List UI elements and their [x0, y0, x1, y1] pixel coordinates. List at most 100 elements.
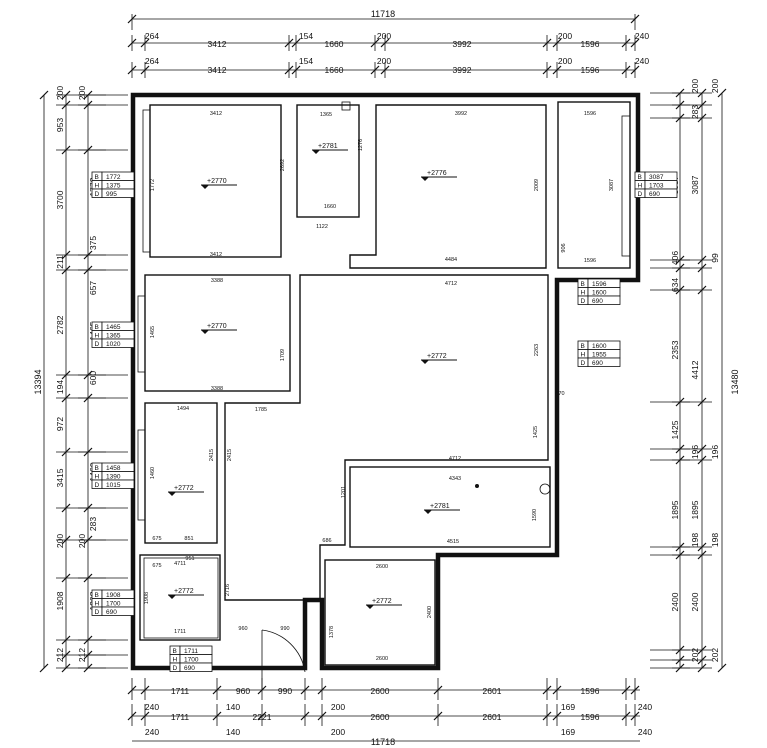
table-val-cell [587, 357, 621, 367]
bottom2-dim-5: 1596 [581, 712, 600, 722]
bottom-dim-4: 2600 [371, 686, 390, 696]
top2-dim-5: 200 [377, 56, 391, 66]
door-swing [261, 629, 306, 690]
left-outer-5: 2782 [55, 315, 65, 334]
top-dim-4: 1660 [325, 39, 344, 49]
level-triangle-icon [421, 360, 429, 364]
left-outer-7: 972 [55, 417, 65, 431]
level-triangle-icon [366, 605, 374, 609]
table-value: 690 [592, 360, 603, 367]
bottom-small2-1: 240 [145, 727, 159, 737]
r3-right: 2009 [534, 179, 540, 191]
small-12: 2716 [225, 584, 231, 596]
r5-right: 2263 [534, 344, 540, 356]
small-13: 686 [322, 538, 331, 544]
r6-left: 1460 [150, 467, 156, 479]
top2-dim-6: 3992 [453, 65, 472, 75]
r2-right: 1276 [358, 139, 364, 151]
small-5: 1785 [255, 407, 267, 413]
table-value: 1458 [106, 465, 121, 472]
level-triangle-icon [168, 492, 176, 496]
level-triangle-icon [312, 150, 320, 154]
bottom2-dim-1: 1711 [171, 712, 190, 722]
r8-left: 1908 [144, 592, 150, 604]
bottom2-dim-3: 2600 [371, 712, 390, 722]
bottom-dim-3: 990 [278, 686, 292, 696]
r3-top: 3992 [455, 111, 467, 117]
right-outer-4: 634 [670, 278, 680, 292]
right-inner-7: 1895 [690, 500, 700, 519]
right-outer-11: 202 [690, 648, 700, 662]
top2-dim-9: 240 [635, 56, 649, 66]
small-22: 1425 [533, 426, 539, 438]
r9-right: 2400 [427, 606, 433, 618]
small-6: 2415 [227, 449, 233, 461]
bottom-small-1: 240 [145, 702, 159, 712]
level-label: +2770 [207, 323, 227, 330]
table-value: 1375 [106, 182, 121, 189]
bottom-small2-5: 240 [638, 727, 652, 737]
table-key: D [95, 482, 100, 489]
left-outer-4: 211 [55, 255, 65, 269]
table-value: 690 [184, 665, 195, 672]
right-inner-9: 2400 [690, 592, 700, 611]
table-key: H [581, 351, 586, 358]
rooms [137, 101, 631, 666]
table-value: 1465 [106, 324, 121, 331]
table-key: B [95, 324, 99, 331]
top-dim-8: 1596 [581, 39, 600, 49]
bottom-small-2: 140 [226, 702, 240, 712]
top2-dim-2: 3412 [208, 65, 227, 75]
level-triangle-icon [201, 185, 209, 189]
table-key: H [95, 600, 100, 607]
top2-dim-8: 1596 [581, 65, 600, 75]
table-value: 1772 [106, 174, 121, 181]
table-val-cell [101, 188, 135, 198]
bottom-dim-5: 2601 [483, 686, 502, 696]
table-value: 1703 [649, 182, 664, 189]
room-kitchen [349, 104, 547, 269]
table-key: H [95, 332, 100, 339]
table-key: H [173, 656, 178, 663]
level-triangle-icon [421, 177, 429, 181]
bottom-overall-dim: 11718 [371, 737, 395, 747]
left-outer-11: 212 [55, 648, 65, 662]
right-overall-dim: 13480 [730, 369, 740, 394]
table-key: B [95, 465, 99, 472]
top2-dim-3: 154 [299, 56, 313, 66]
small-8: 675 [152, 536, 161, 542]
top-dim-3: 154 [299, 31, 313, 41]
r1-bottom: 3412 [210, 252, 222, 258]
level-label: +2781 [318, 143, 338, 150]
small-10: 960 [238, 626, 247, 632]
drain-icon [475, 484, 479, 488]
r4-bottom: 3388 [211, 386, 223, 392]
level-label: +2781 [430, 503, 450, 510]
right-outer-9: 198 [690, 533, 700, 547]
left-inner-1: 200 [77, 86, 87, 100]
r7-right: 1590 [532, 509, 538, 521]
right-outer-3: 406 [670, 251, 680, 265]
top2-dim-4: 1660 [325, 65, 344, 75]
floor-drain-icon [539, 483, 551, 495]
bottom-dimensions: 1711 960 990 2600 2601 1596 240 140 200 … [127, 678, 652, 747]
table-val-cell [179, 662, 213, 672]
left-inner-3: 375 [88, 236, 98, 250]
right-outer-7: 196 [690, 445, 700, 459]
r9-top: 2600 [376, 564, 388, 570]
small-11: 990 [280, 626, 289, 632]
level-triangle-icon [168, 595, 176, 599]
table-key: D [173, 665, 178, 672]
r6-top: 1494 [177, 406, 189, 412]
table-val-cell [101, 338, 135, 348]
right-outer-1: 200 [690, 79, 700, 93]
table-val-cell [587, 295, 621, 305]
top-dim-7: 200 [558, 31, 572, 41]
bottom-dim-2: 960 [236, 686, 250, 696]
table-val-cell [101, 606, 135, 616]
